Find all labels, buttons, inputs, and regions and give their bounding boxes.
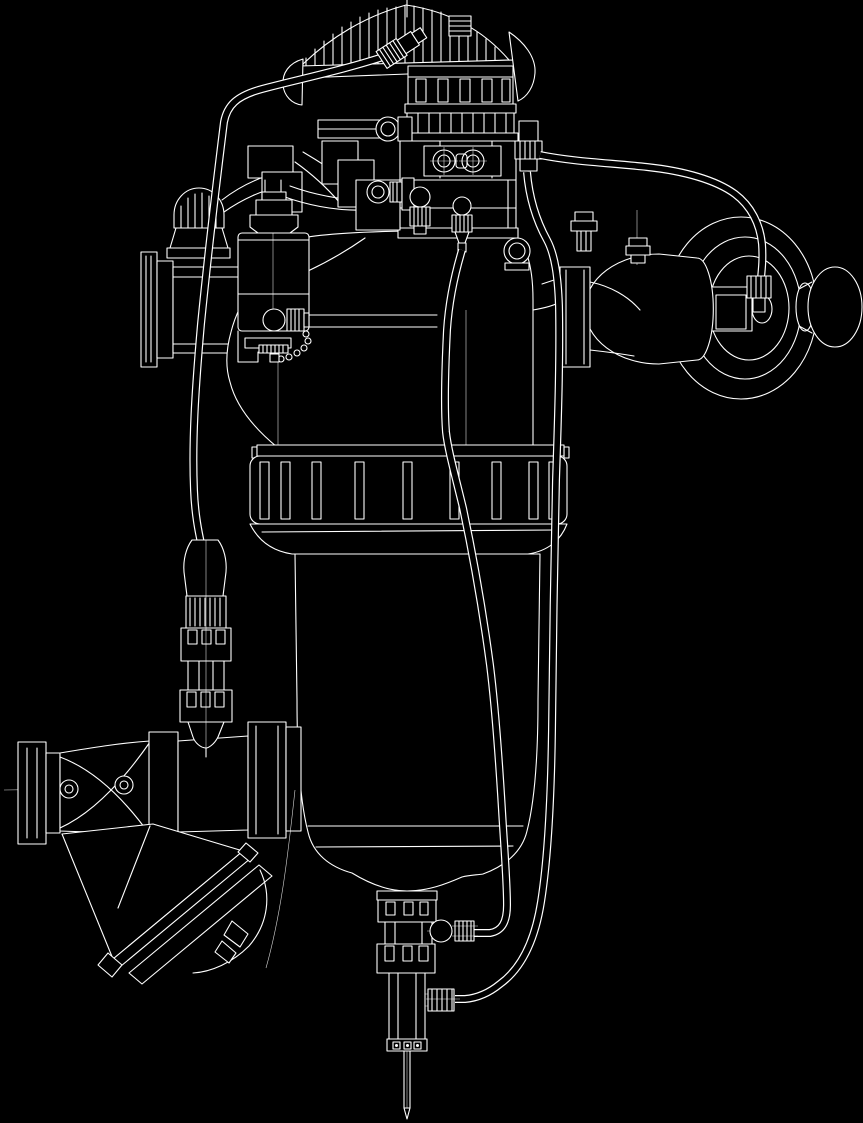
strainer-tube-stack [179, 539, 233, 758]
command-tubing [189, 50, 767, 1003]
y-strainer [17, 721, 302, 985]
pilot-valve [317, 116, 651, 271]
drain-line [308, 314, 438, 328]
locking-ring [249, 444, 570, 555]
dome-tube-fitting [375, 27, 428, 69]
flange-column [559, 266, 591, 368]
strainer-flange-cap [128, 864, 273, 985]
side-port-fitting [518, 120, 539, 142]
filter-bowl [294, 553, 541, 892]
bottom-drain [376, 890, 438, 1120]
solenoid [237, 179, 438, 363]
upper-drain-port [427, 919, 478, 943]
drain-body [388, 972, 426, 1040]
knob [807, 266, 863, 348]
drain-cock [262, 308, 286, 332]
clamp-eyelet [503, 237, 531, 265]
inlet-flange-plate [140, 251, 158, 368]
ribbed-bonnet [402, 65, 519, 142]
tube-fittings [179, 27, 772, 1012]
strainer-flange [17, 741, 47, 845]
bolt-stack [570, 210, 651, 265]
drain-cock-chain [269, 330, 312, 363]
hub-tube-nut [746, 275, 772, 313]
outlet-pipe [532, 253, 714, 368]
drain-needle [403, 1050, 411, 1120]
lower-drain-port [425, 988, 460, 1012]
pilot-port-fitting [409, 186, 431, 208]
indicator-cylinder [584, 253, 714, 365]
